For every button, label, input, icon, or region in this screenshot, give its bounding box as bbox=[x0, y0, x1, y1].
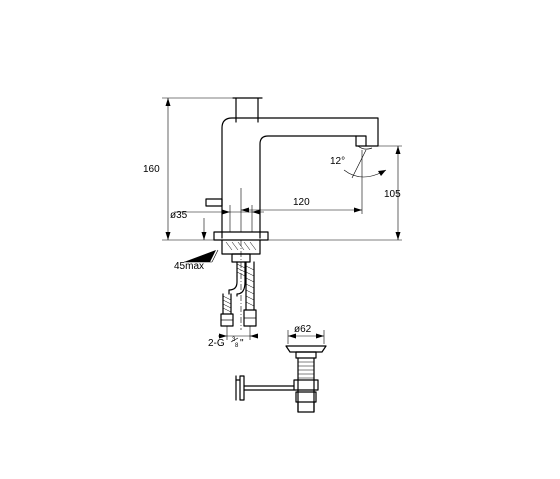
label-connection-suffix: " bbox=[240, 338, 244, 349]
label-connection: 2-G 3 8 " bbox=[208, 337, 244, 349]
label-height-total: 160 bbox=[143, 164, 160, 175]
supply-hoses bbox=[220, 261, 257, 327]
label-spout-height: 105 bbox=[384, 189, 401, 200]
label-waste-diameter: ø62 bbox=[294, 324, 312, 335]
mounting-assembly bbox=[221, 239, 261, 263]
waste-assembly bbox=[235, 330, 327, 413]
labels: 160 120 105 12° ø35 45max 2-G 3 8 " ø62 bbox=[143, 156, 401, 349]
label-angle: 12° bbox=[330, 156, 345, 167]
label-hole-diameter: ø35 bbox=[170, 210, 188, 221]
label-connection-den: 8 bbox=[235, 343, 239, 349]
label-connection-prefix: 2-G bbox=[208, 338, 225, 349]
faucet-body bbox=[205, 97, 379, 241]
connection-dimension bbox=[218, 326, 258, 340]
label-max-thickness: 45max bbox=[174, 261, 204, 272]
dimension-lines bbox=[162, 97, 402, 330]
label-spout-reach: 120 bbox=[293, 197, 310, 208]
